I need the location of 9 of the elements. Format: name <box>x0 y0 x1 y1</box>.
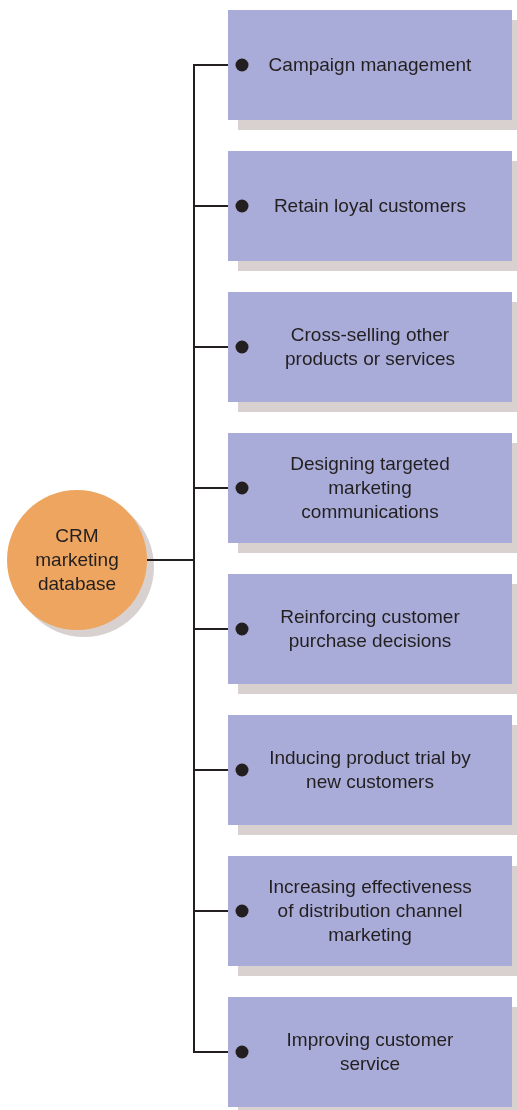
node-label: Reinforcing customer purchase decisions <box>279 605 461 653</box>
node-label: Campaign management <box>268 53 472 77</box>
node-label: Increasing effectiveness of distribution channel marketing <box>267 875 473 947</box>
node-label: Retain loyal customers <box>273 194 467 218</box>
node-label: Inducing product trial by new customers <box>268 746 472 794</box>
node-label: Designing targeted marketing communications <box>289 452 451 524</box>
node-label: CRM marketing database <box>34 524 120 596</box>
node-label: Improving customer service <box>285 1028 455 1076</box>
node-label: Cross-selling other products or services <box>284 323 456 371</box>
